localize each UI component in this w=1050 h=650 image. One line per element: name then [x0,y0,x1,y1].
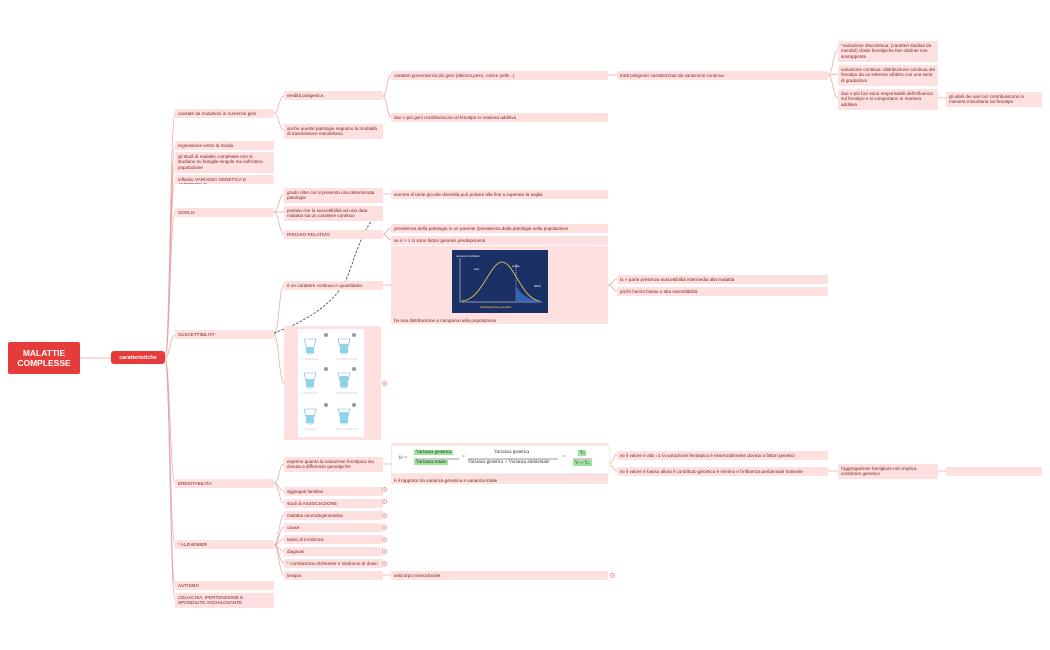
topic-empty[interactable] [946,467,1042,476]
topic-aggregati[interactable]: aggregati familiari [284,487,383,496]
expand-toggle[interactable]: + [382,487,387,492]
formula-caption: è il rapporto tra varianza genetica e va… [391,476,608,484]
root-title: MALATTIE COMPLESSE [8,348,80,368]
topic-neurodegenerativa[interactable]: malattia neurodegenerativa [284,511,383,520]
topic-regressione[interactable]: regressione verso la media [175,141,274,150]
topic-caratteri-piu-geni[interactable]: caratteri governati da più geni (altezza… [391,71,608,80]
topic-esprime[interactable]: esprime quanto la variazione fenotipica … [284,457,383,472]
expand-toggle[interactable]: + [382,381,387,386]
expand-toggle[interactable]: + [382,513,387,518]
topic-variazione-continua[interactable]: variazione continua: distribuzione conti… [838,65,938,86]
threshold-drawing-topic[interactable] [284,326,381,440]
expand-toggle[interactable]: + [382,537,387,542]
main-topic[interactable]: caratteristiche [111,351,165,364]
topic-diagnosi[interactable]: diagnosi [284,547,383,556]
formula-fraction-bars [392,446,609,473]
topic-postula[interactable]: postula che la suscettibilità ad una dat… [284,206,383,221]
topic-suscettibilita[interactable]: SUSCETTIBILITA' [175,330,274,339]
topic-loci-additiva[interactable]: due o più loci sono responsabili dell'in… [838,89,938,110]
topic-valore-alto[interactable]: se il valore è alto =1 la variazione fen… [617,451,828,460]
topic-pochi[interactable]: pochi hanno bassa o alta suscettibilità [617,287,828,296]
topic-alzheimer[interactable]: * ALZHEIMER [175,540,274,549]
expand-toggle[interactable]: + [382,561,387,566]
topic-additiva[interactable]: due o più geni contribuiscono al fenotip… [391,113,608,122]
topic-carattere-continuo[interactable]: è un carattere continuo e quantitativo [284,281,383,290]
threshold-illustration [298,329,364,437]
topic-tasso[interactable]: tasso di incidenza [284,535,383,544]
topic-tratti-poligenici[interactable]: tratti poligenici caratterizzati da vari… [617,71,828,80]
topic-cause[interactable]: cause [284,523,383,532]
topic-ereditabilita[interactable]: EREDITABILITA' [175,479,274,488]
topic-variazione-discontinua[interactable]: *variazione discontinua: (caratteri stud… [838,41,938,62]
threshold-illustration-graphic [298,329,364,437]
root-topic[interactable]: MALATTIE COMPLESSE [8,342,80,374]
topic-fattori-genetici[interactable]: se è > 1 ci sono fattori genetici predis… [391,236,608,245]
topic-studi-associazione[interactable]: studi di ASSOCIAZIONE [284,499,383,508]
topic-terapia[interactable]: terapia [284,571,383,580]
expand-toggle[interactable]: + [382,525,387,530]
topic-studi[interactable]: gli studi di malattie complesse non si s… [175,152,274,173]
topic-correlazione-down[interactable]: * correlazione Alzheimer e sindrome di d… [284,559,383,568]
topic-grado-soglia[interactable]: grado oltre cui si presenta una determin… [284,188,383,203]
expand-toggle[interactable]: + [610,573,615,578]
expand-toggle[interactable]: + [382,499,387,504]
topic-influsso[interactable]: influsso VARIANZA GENETICA E AMBIENTALE [175,175,274,184]
heritability-formula: h² = Varianza genetica Varianza totale =… [391,445,610,474]
topic-valore-basso[interactable]: se il valore è basso allora il contribut… [617,467,828,476]
topic-rischio-relativo[interactable]: RISCHIO RELATIVO [284,230,383,239]
topic-somma-diversita[interactable]: somma di tante piccole diversità può por… [391,190,608,199]
topic-anticorpo[interactable]: anticorpo monoclonale [391,571,608,580]
topic-celiachia[interactable]: CELIACHIA, IPERTENSIONE E SPONDILITE ANC… [175,593,274,608]
main-label: caratteristiche [119,355,157,361]
topic-poligenica[interactable]: eredità poligenica [284,91,383,100]
bell-curve-image: numero di individui sani soglia affetti … [452,250,548,313]
topic-mutazioni[interactable]: causate da mutazioni in numerosi geni [175,109,274,118]
topic-prevalenza[interactable]: prevalenza della patologia in un parente… [391,224,608,233]
topic-parte-intermedia[interactable]: la > parte presenza suscettibilità inter… [617,275,828,284]
bell-curve-graphic [452,250,548,313]
topic-alleli[interactable]: gli alleli dei vari loci contribuiscono … [946,92,1042,107]
topic-aggregazione[interactable]: l'aggregazione famigliare non implica co… [838,464,938,479]
expand-toggle[interactable]: + [382,549,387,554]
topic-soglia[interactable]: SOGLIA [175,208,274,217]
distribution-caption: ha una distribuzione a campana nella pop… [391,316,608,324]
topic-autismo[interactable]: AUTISMO [175,581,274,590]
topic-patologie-mendeliana[interactable]: anche queste patologie seguono la modali… [284,124,383,139]
